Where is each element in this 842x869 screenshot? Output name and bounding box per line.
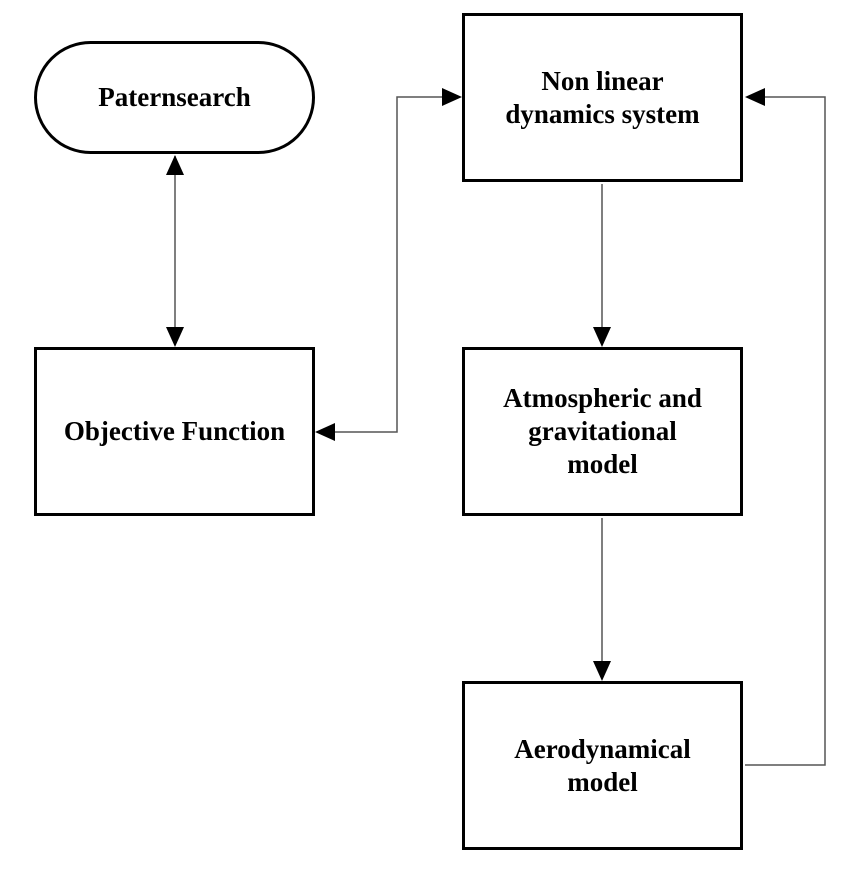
arrowhead-right-nonlinear bbox=[442, 88, 462, 106]
paternsearch-label: Paternsearch bbox=[98, 82, 251, 112]
aerodynamical-model-node: Aerodynamical model bbox=[462, 681, 743, 850]
atmospheric-model-label: Atmospheric and gravitational model bbox=[503, 383, 702, 479]
aerodynamical-model-label: Aerodynamical model bbox=[514, 733, 691, 797]
arrowhead-left-nonlinear bbox=[745, 88, 765, 106]
arrowhead-down-atmospheric bbox=[593, 327, 611, 347]
edge-objective-nonlinear bbox=[317, 96, 460, 433]
paternsearch-node: Paternsearch bbox=[34, 41, 315, 154]
arrowhead-left-objective bbox=[315, 423, 335, 441]
objective-function-label: Objective Function bbox=[63, 416, 286, 446]
nonlinear-dynamics-node: Non linear dynamics system bbox=[462, 13, 743, 182]
arrowhead-up-paternsearch bbox=[166, 155, 184, 175]
edge-aerodynamical-nonlinear bbox=[745, 96, 826, 766]
nonlinear-dynamics-label: Non linear dynamics system bbox=[505, 65, 700, 129]
atmospheric-model-node: Atmospheric and gravitational model bbox=[462, 347, 743, 516]
objective-function-node: Objective Function bbox=[34, 347, 315, 516]
arrowhead-down-aerodynamical bbox=[593, 661, 611, 681]
arrowhead-down-objective bbox=[166, 327, 184, 347]
